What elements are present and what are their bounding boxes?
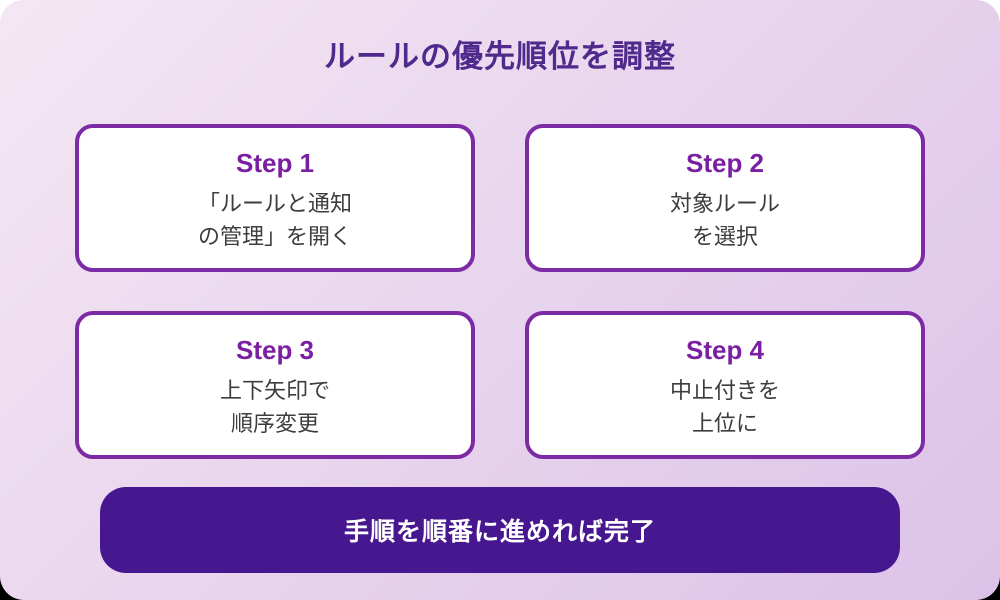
page-title: ルールの優先順位を調整: [324, 39, 676, 74]
step-3-description-line-2: 順序変更: [230, 411, 319, 436]
step-1-description: 「ルールと通知 の管理」を開く: [198, 187, 352, 253]
step-3-description-line-1: 上下矢印で: [219, 378, 330, 403]
completion-banner-label: 手順を順番に進めれば完了: [343, 518, 656, 546]
step-1-description-line-1: 「ルールと通知: [197, 191, 352, 216]
step-card-3: Step 3 上下矢印で 順序変更: [75, 311, 475, 459]
steps-grid: Step 1 「ルールと通知 の管理」を開く Step 2 対象ルール を選択 …: [75, 124, 925, 459]
step-card-2: Step 2 対象ルール を選択: [525, 124, 925, 272]
step-4-label: Step 4: [685, 335, 765, 365]
step-1-label: Step 1: [235, 148, 315, 178]
completion-banner: 手順を順番に進めれば完了: [100, 487, 900, 573]
step-2-label: Step 2: [685, 148, 765, 178]
step-4-description-line-1: 中止付きを: [669, 378, 780, 403]
step-card-4: Step 4 中止付きを 上位に: [525, 311, 925, 459]
step-3-description: 上下矢印で 順序変更: [220, 374, 330, 440]
step-3-label: Step 3: [235, 335, 315, 365]
step-4-description: 中止付きを 上位に: [670, 374, 780, 440]
step-2-description-line-2: を選択: [691, 224, 758, 249]
step-2-description-line-1: 対象ルール: [669, 191, 780, 216]
step-1-description-line-2: の管理」を開く: [197, 224, 352, 249]
step-4-description-line-2: 上位に: [691, 411, 758, 436]
step-card-1: Step 1 「ルールと通知 の管理」を開く: [75, 124, 475, 272]
step-2-description: 対象ルール を選択: [670, 187, 780, 253]
